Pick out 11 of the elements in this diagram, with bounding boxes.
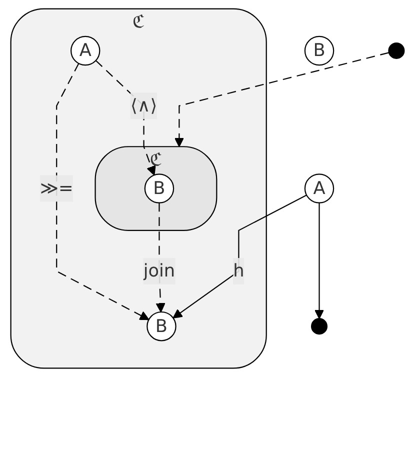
node-label: ℭ xyxy=(132,11,145,32)
ellipse-node: B xyxy=(146,311,176,342)
edge-label: ≫= xyxy=(40,177,74,198)
edge-label: h xyxy=(233,260,244,282)
ellipse-node: A xyxy=(304,174,334,204)
ellipse-node: B xyxy=(304,36,334,66)
edge-label: ⟨∧⟩ xyxy=(130,94,158,116)
edge-label: join xyxy=(143,260,176,282)
ellipse-node: A xyxy=(70,36,100,66)
node-label: ℭ xyxy=(150,148,162,170)
ellipse-node: B xyxy=(144,174,174,204)
